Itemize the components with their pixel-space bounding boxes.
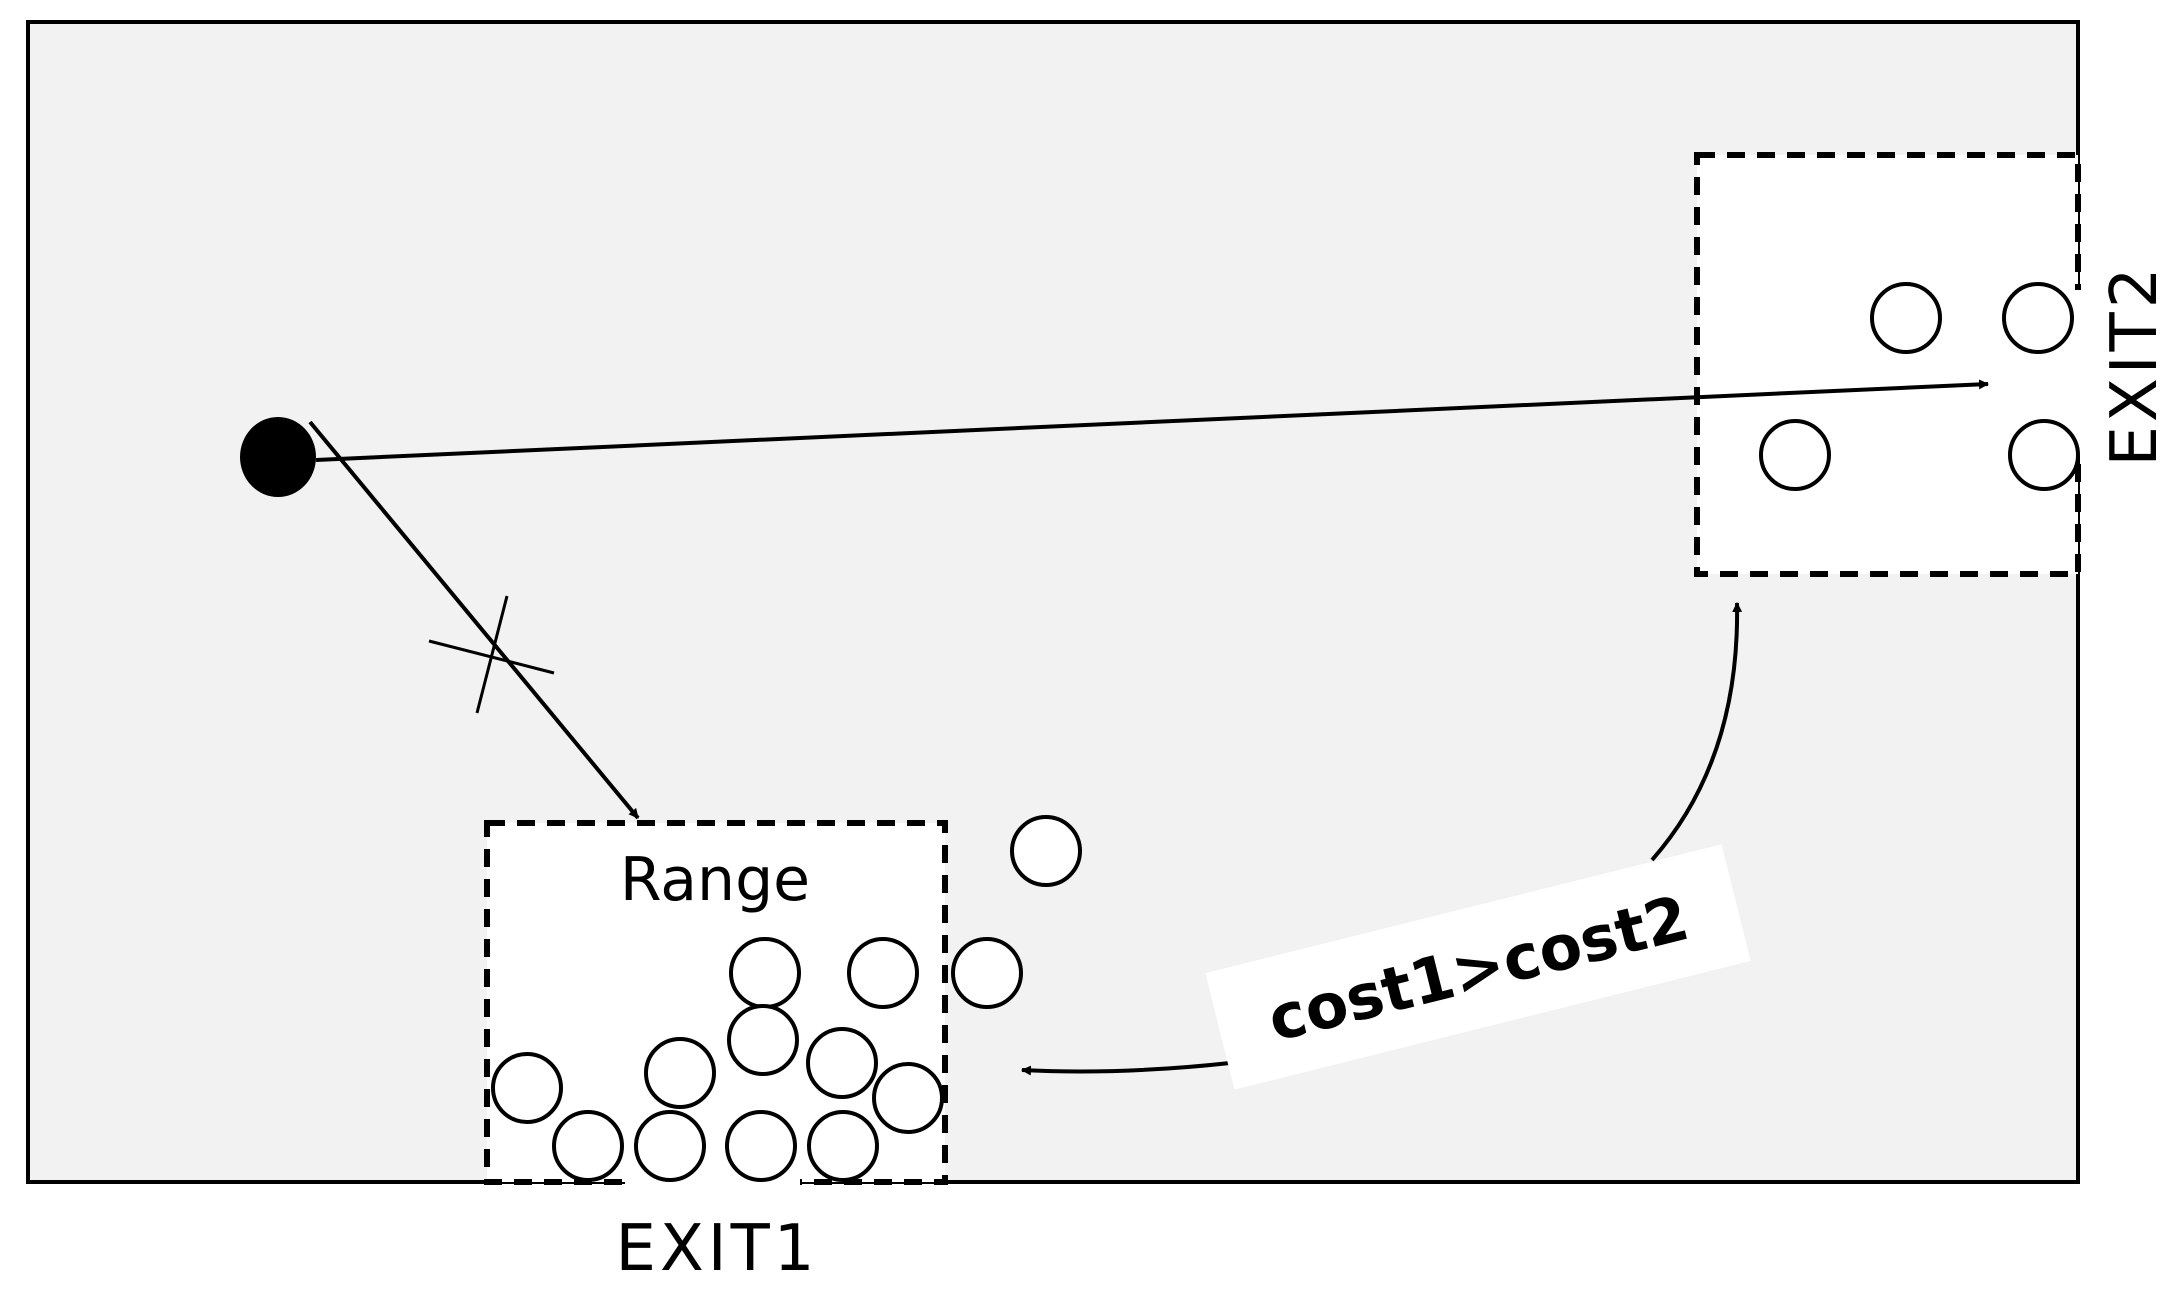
person-circle bbox=[806, 1027, 878, 1099]
arrow-to-exit2 bbox=[315, 379, 1989, 462]
person-circle bbox=[807, 1110, 879, 1182]
person-circle bbox=[1759, 419, 1831, 491]
person-circle bbox=[644, 1037, 716, 1109]
exit1-door-gap bbox=[625, 1178, 800, 1186]
person-circle bbox=[847, 937, 919, 1009]
person-circle bbox=[1010, 815, 1082, 887]
exit1-label: EXIT1 bbox=[616, 1212, 819, 1286]
rejection-cross-mark bbox=[428, 595, 555, 714]
person-circle bbox=[552, 1110, 624, 1182]
arrow-to-exit1 bbox=[308, 420, 640, 820]
exit2-crowd bbox=[1759, 282, 2080, 491]
person-circle bbox=[727, 1004, 799, 1076]
cost-label-background bbox=[1205, 844, 1751, 1090]
person-circle bbox=[2008, 419, 2080, 491]
range-label: Range bbox=[620, 845, 810, 915]
person-circle bbox=[634, 1110, 706, 1182]
person-circle bbox=[491, 1052, 563, 1124]
person-circle bbox=[725, 1110, 797, 1182]
curved-arrow-to-exit1 bbox=[1021, 1061, 1231, 1076]
person-circle bbox=[1870, 282, 1942, 354]
agent-dot bbox=[240, 417, 316, 497]
person-circle bbox=[951, 937, 1023, 1009]
exit1-crowd bbox=[491, 815, 1082, 1182]
person-circle bbox=[729, 937, 801, 1009]
exit2-door-gap bbox=[2074, 290, 2082, 455]
curved-arrow-to-exit2 bbox=[1650, 602, 1743, 862]
person-circle bbox=[872, 1062, 944, 1134]
person-circle bbox=[2002, 282, 2074, 354]
exit2-label: EXIT2 bbox=[2098, 264, 2166, 467]
exit2-zone bbox=[1694, 152, 2081, 577]
